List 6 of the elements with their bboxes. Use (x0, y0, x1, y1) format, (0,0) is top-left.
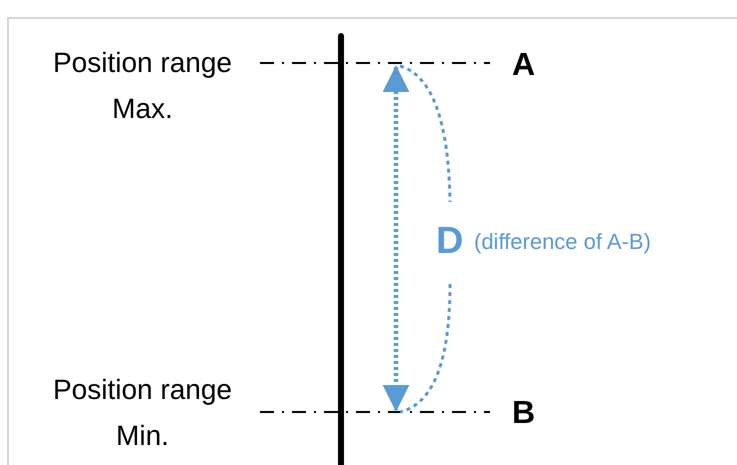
point-label: A (512, 48, 536, 80)
dimension-note: (difference of A-B) (474, 231, 651, 253)
dimension-label: D (436, 222, 464, 260)
position-label: Position range Min. (52, 373, 233, 454)
position-label: Position range Max. (52, 46, 233, 126)
point-label: B (512, 396, 536, 428)
